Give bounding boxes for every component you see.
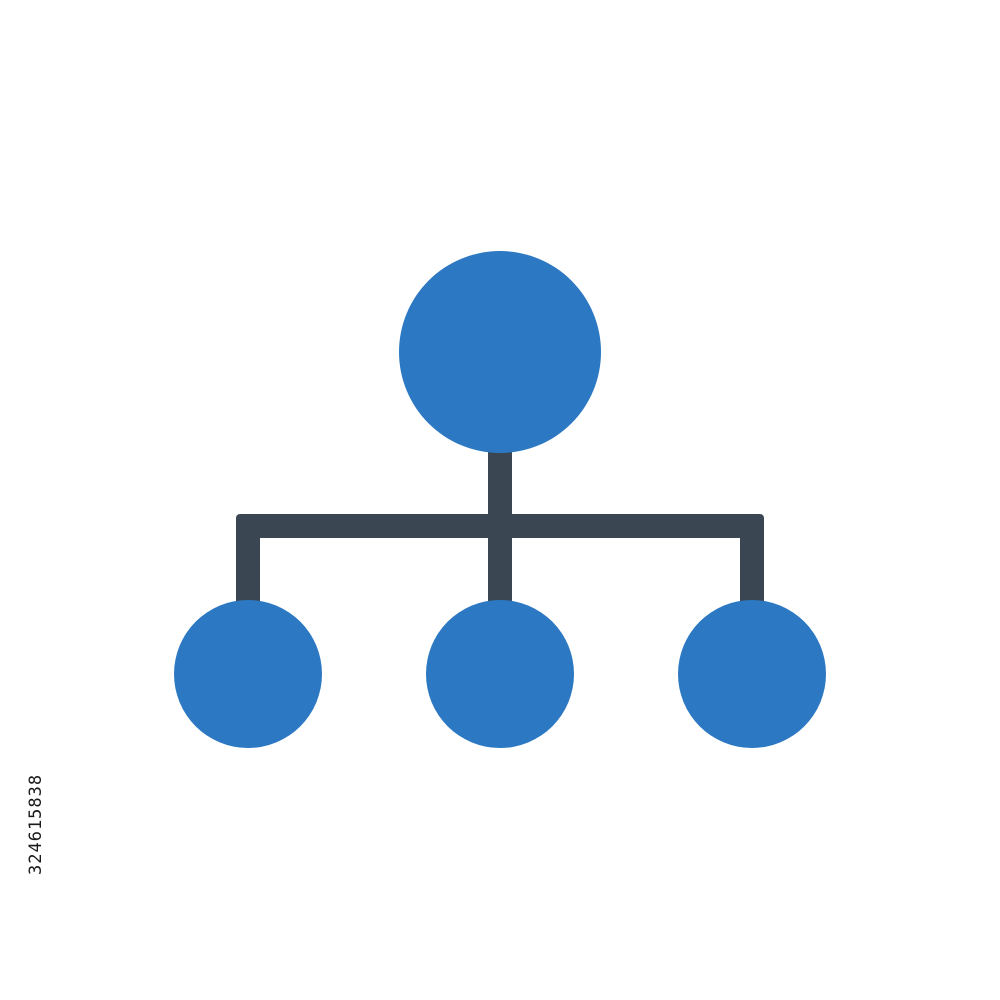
nodes	[174, 251, 826, 748]
left-branch-connector	[236, 514, 260, 610]
stock-id-label: 324615838	[26, 773, 46, 875]
child-node-right	[678, 600, 826, 748]
child-node-center	[426, 600, 574, 748]
right-branch-connector	[740, 514, 764, 610]
root-node	[399, 251, 601, 453]
horizontal-connector	[236, 514, 764, 538]
child-node-left	[174, 600, 322, 748]
connector-lines	[236, 440, 764, 610]
